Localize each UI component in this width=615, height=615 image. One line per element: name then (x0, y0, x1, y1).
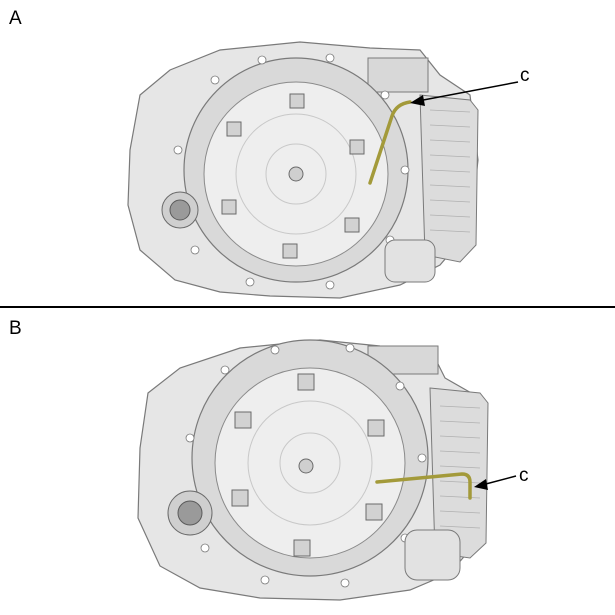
leader-line (417, 81, 519, 102)
top-assembly (367, 57, 429, 93)
leader-arrow (410, 95, 425, 106)
callout-c: c (520, 65, 530, 86)
converter-lugs (221, 93, 365, 259)
panel-a: A (0, 0, 615, 306)
converter-hub (288, 166, 304, 182)
solenoid (404, 529, 461, 581)
transmission-illustration (127, 41, 519, 299)
leader-line (481, 475, 517, 486)
panel-label: A (9, 8, 22, 29)
callout-c: c (519, 465, 529, 486)
panel-divider (0, 306, 615, 308)
converter-hub (298, 458, 314, 474)
panel-label: B (9, 318, 22, 339)
solenoid (384, 239, 436, 283)
panel-b: B (0, 308, 615, 615)
transmission-illustration (137, 339, 517, 601)
dipstick-tube (375, 472, 472, 500)
oil-pan (419, 94, 479, 263)
dipstick-tube (368, 100, 412, 185)
leader-arrow (474, 479, 488, 490)
converter-lugs (231, 373, 385, 557)
